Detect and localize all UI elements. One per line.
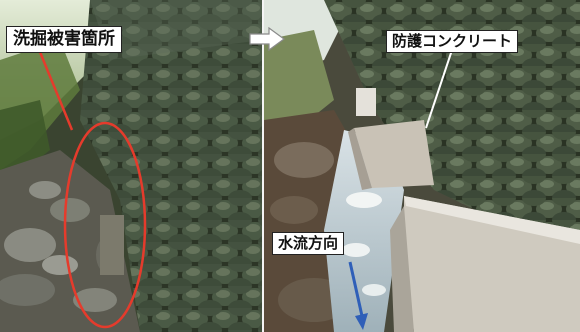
right-arrow-icon — [249, 27, 285, 51]
photo-divider — [262, 0, 264, 332]
damage-pointer-line — [38, 51, 74, 131]
photo-scour-damage — [0, 0, 262, 332]
photo-protective-concrete — [264, 0, 580, 332]
flow-arrowhead — [355, 313, 368, 330]
water-flow-label: 水流方向 — [272, 232, 345, 255]
protective-concrete-label: 防護コンクリート — [386, 30, 519, 53]
concrete-pointer-line — [425, 49, 453, 129]
damage-highlight-ellipse — [63, 121, 147, 329]
scour-damage-label: 洗掘被害箇所 — [6, 26, 122, 53]
flow-arrow-line — [348, 261, 364, 317]
